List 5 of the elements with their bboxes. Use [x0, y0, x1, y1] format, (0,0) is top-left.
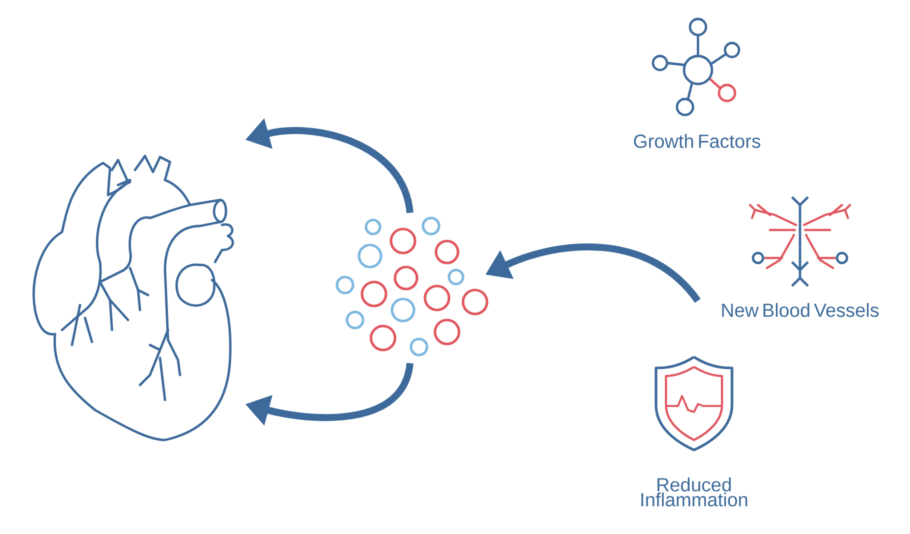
caption-text: Growth Factors: [634, 134, 760, 148]
caption-text: New Blood Vessels: [722, 303, 879, 317]
cell-cluster-drawing: [336, 216, 488, 356]
caption-text: Reduced Inflammation: [641, 478, 748, 506]
heart-drawing: [32, 154, 234, 442]
